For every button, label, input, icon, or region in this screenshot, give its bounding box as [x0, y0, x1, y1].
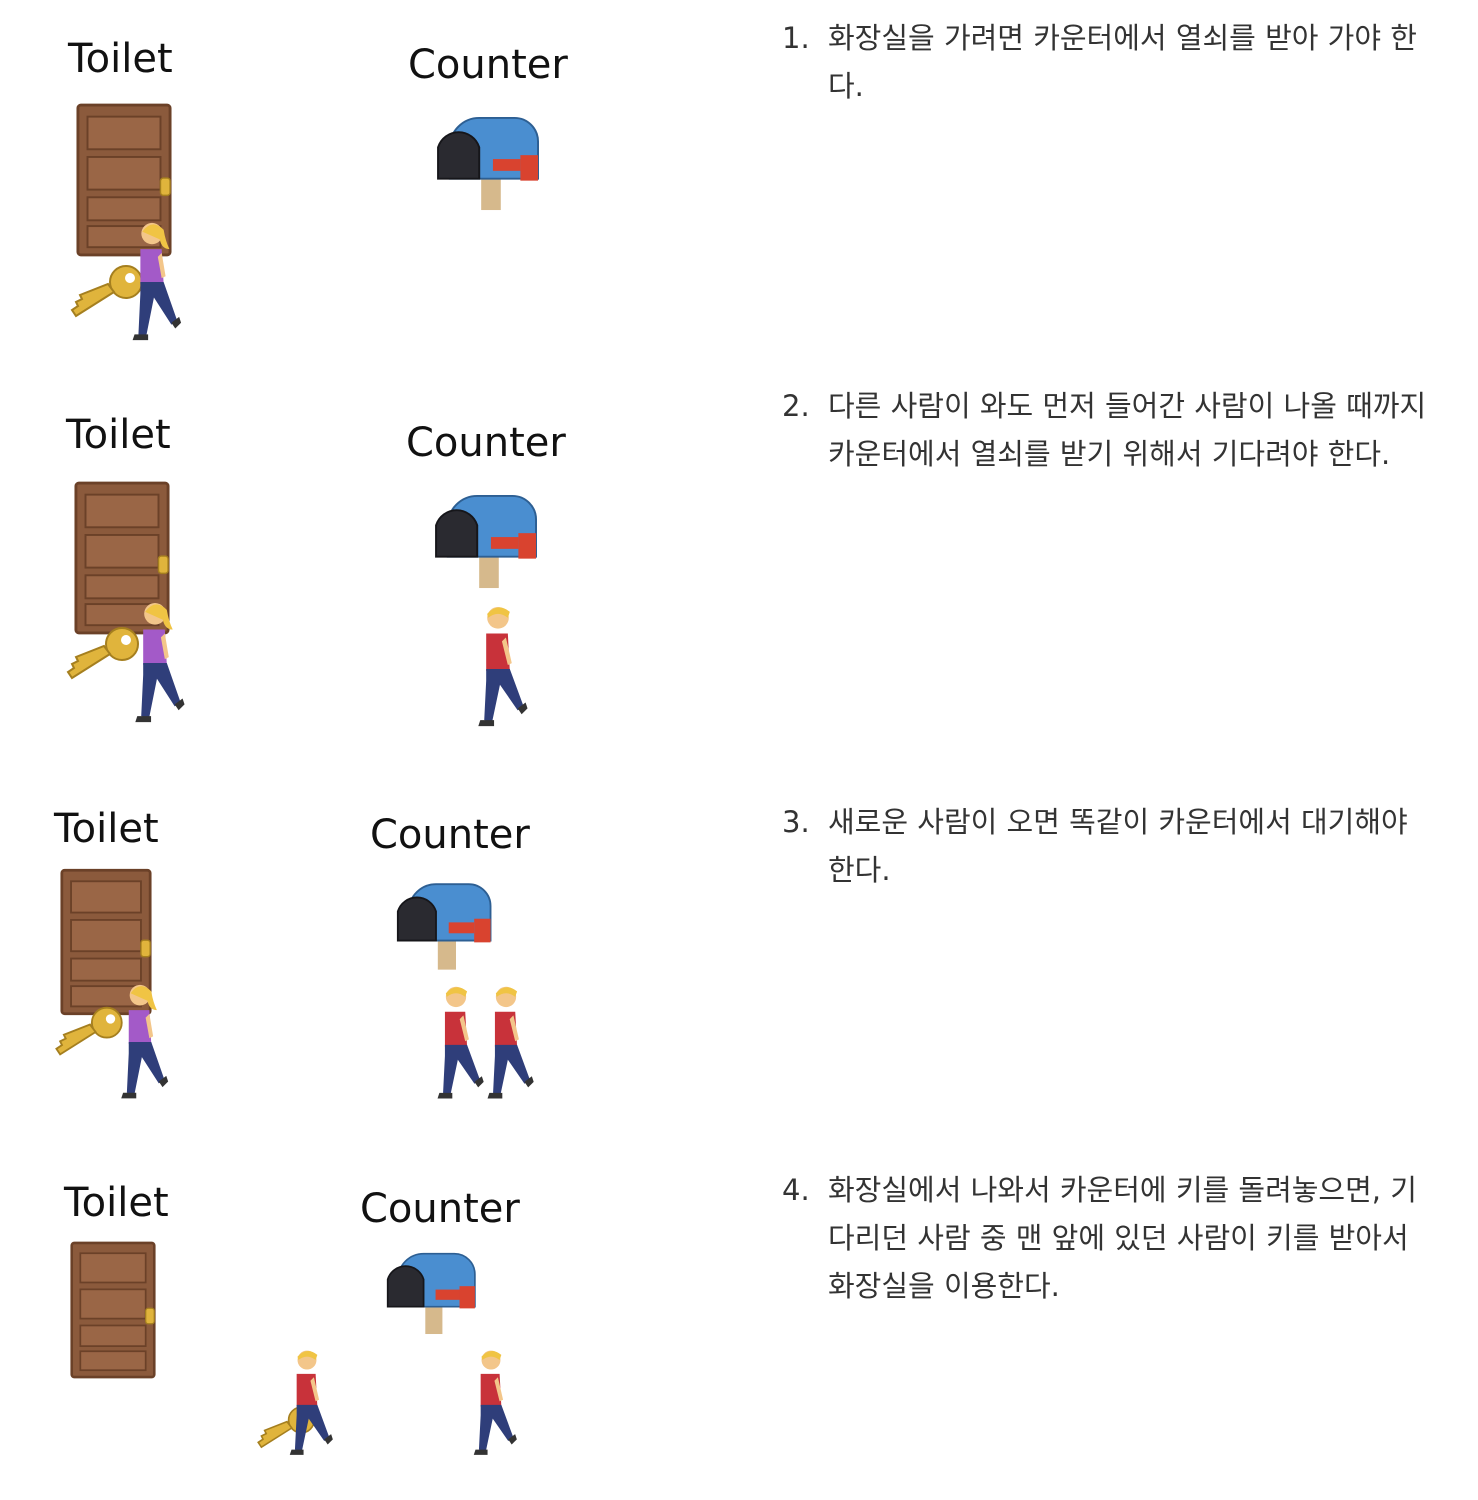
walking-man-icon — [466, 604, 530, 732]
step-4: 4. 화장실에서 나와서 카운터에 키를 돌려놓으면, 기다리던 사람 중 맨 … — [782, 1166, 1442, 1310]
step-text: 다른 사람이 와도 먼저 들어간 사람이 나올 때까지 카운터에서 열쇠를 받기… — [828, 389, 1427, 471]
step-number: 1. — [782, 21, 810, 55]
mailbox-icon — [436, 114, 544, 212]
step-1: 1. 화장실을 가려면 카운터에서 열쇠를 받아 가야 한다. — [782, 14, 1442, 110]
walking-man-icon — [278, 1348, 336, 1460]
step-number: 2. — [782, 389, 810, 423]
step-number: 3. — [782, 805, 810, 839]
door-icon — [70, 1240, 156, 1380]
counter-label: Counter — [360, 1186, 520, 1232]
step-text: 새로운 사람이 오면 똑같이 카운터에서 대기해야 한다. — [828, 805, 1408, 887]
toilet-label: Toilet — [66, 412, 171, 458]
toilet-label: Toilet — [68, 36, 173, 82]
counter-label: Counter — [406, 420, 566, 466]
walking-man-icon — [476, 984, 536, 1104]
step-2: 2. 다른 사람이 와도 먼저 들어간 사람이 나올 때까지 카운터에서 열쇠를… — [782, 382, 1442, 478]
mailbox-icon — [434, 492, 542, 590]
step-3: 3. 새로운 사람이 오면 똑같이 카운터에서 대기해야 한다. — [782, 798, 1442, 894]
toilet-label: Toilet — [64, 1180, 169, 1226]
walking-woman-icon — [124, 600, 186, 728]
step-number: 4. — [782, 1173, 810, 1207]
walking-woman-icon — [110, 982, 170, 1104]
walking-woman-icon — [122, 220, 182, 346]
counter-label: Counter — [370, 812, 530, 858]
step-text: 화장실을 가려면 카운터에서 열쇠를 받아 가야 한다. — [828, 21, 1417, 103]
walking-man-icon — [462, 1348, 520, 1460]
step-text: 화장실에서 나와서 카운터에 키를 돌려놓으면, 기다리던 사람 중 맨 앞에 … — [828, 1173, 1417, 1303]
mailbox-icon — [396, 880, 496, 972]
mailbox-icon — [386, 1250, 480, 1336]
counter-label: Counter — [408, 42, 568, 88]
toilet-label: Toilet — [54, 806, 159, 852]
